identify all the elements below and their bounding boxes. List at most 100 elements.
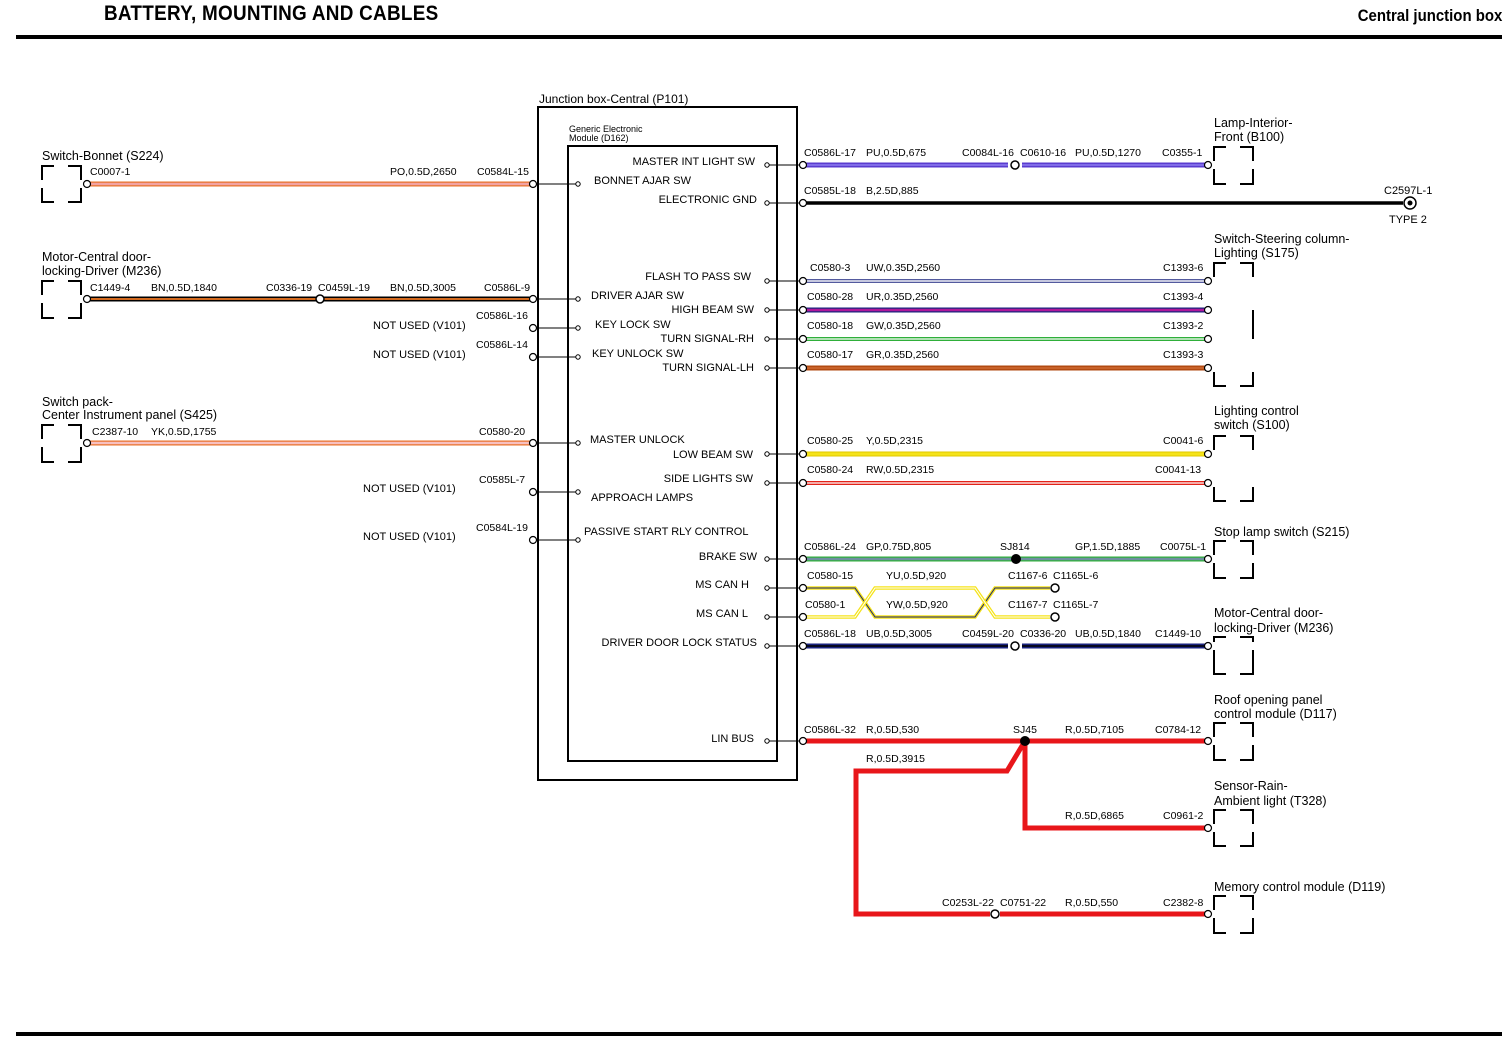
pin-lin-bus: LIN BUS <box>711 733 754 745</box>
wire-label: GW,0.35D,2560 <box>866 320 941 332</box>
component-motor-door-right-2: locking-Driver (M236) <box>1214 621 1333 635</box>
wire-label: BN,0.5D,1840 <box>151 282 217 294</box>
wire-label: C0586L-14 <box>476 339 528 351</box>
wire-label: C0580-18 <box>807 320 853 332</box>
wire-label: C0586L-17 <box>804 147 856 159</box>
component-memory-module: Memory control module (D119) <box>1214 880 1385 894</box>
wire-label: C2387-10 <box>92 426 138 438</box>
wire-label: R,0.5D,530 <box>866 724 919 736</box>
pin-passive-start: PASSIVE START RLY CONTROL <box>584 526 748 538</box>
splice-sj45 <box>1020 736 1030 746</box>
wire-label: PU,0.5D,675 <box>866 147 926 159</box>
component-bracket <box>1213 262 1254 387</box>
wire-label: UB,0.5D,1840 <box>1075 628 1141 640</box>
component-steering-switch-2: Lighting (S175) <box>1214 246 1299 260</box>
pin-ms-can-h: MS CAN H <box>695 579 749 591</box>
pin-key-unlock: KEY UNLOCK SW <box>592 348 684 360</box>
not-used-label: NOT USED (V101) <box>373 320 466 332</box>
wire-label: C0459L-20 <box>962 628 1014 640</box>
pin-key-lock: KEY LOCK SW <box>595 319 671 331</box>
component-switch-bonnet: Switch-Bonnet (S224) <box>42 149 164 163</box>
component-switch-pack-1: Switch pack- <box>42 395 113 409</box>
pin-master-unlock: MASTER UNLOCK <box>590 434 685 446</box>
inline-connector-icon <box>990 909 1000 919</box>
wire-label: R,0.5D,7105 <box>1065 724 1124 736</box>
inline-connector-icon <box>1010 160 1020 170</box>
inline-connector-icon <box>1010 641 1020 651</box>
component-lamp-interior-2: Front (B100) <box>1214 130 1284 144</box>
pin-master-int-light: MASTER INT LIGHT SW <box>633 156 756 168</box>
wire-label: C0751-22 <box>1000 897 1046 909</box>
wire-label: UB,0.5D,3005 <box>866 628 932 640</box>
page-title: BATTERY, MOUNTING AND CABLES <box>104 2 439 25</box>
pin-side-lights: SIDE LIGHTS SW <box>664 473 754 485</box>
wire-label: C0580-20 <box>479 426 525 438</box>
component-motor-door-left-2: locking-Driver (M236) <box>42 264 161 278</box>
section-title: Central junction box <box>1357 6 1502 25</box>
wire-label: C0584L-15 <box>477 166 529 178</box>
wire-label: UR,0.35D,2560 <box>866 291 939 303</box>
wire-label: C1393-2 <box>1163 320 1203 332</box>
wire-label: C0336-20 <box>1020 628 1066 640</box>
ground-type-label: TYPE 2 <box>1389 214 1427 226</box>
ground-icon <box>1403 196 1417 210</box>
wire-label: GP,0.75D,805 <box>866 541 931 553</box>
not-used-label: NOT USED (V101) <box>363 531 456 543</box>
component-roof-panel-2: control module (D117) <box>1214 707 1337 721</box>
module-title-2: Module (D162) <box>569 133 629 143</box>
pin-high-beam: HIGH BEAM SW <box>671 304 754 316</box>
wire-label: C0459L-19 <box>318 282 370 294</box>
wire-label: SJ814 <box>1000 541 1030 553</box>
pin-electronic-gnd: ELECTRONIC GND <box>659 194 757 206</box>
component-bracket <box>1213 722 1254 761</box>
wire-label: C0586L-24 <box>804 541 856 553</box>
component-bracket <box>1213 895 1254 934</box>
wire-label: R,0.5D,6865 <box>1065 810 1124 822</box>
wire-label: C0084L-16 <box>962 147 1014 159</box>
component-bracket <box>1213 636 1254 675</box>
component-rain-sensor-2: Ambient light (T328) <box>1214 794 1327 808</box>
component-lamp-interior-1: Lamp-Interior- <box>1214 116 1293 130</box>
wire-label: R,0.5D,550 <box>1065 897 1118 909</box>
inline-connector-icon <box>1050 583 1060 593</box>
header-rule <box>16 35 1502 39</box>
wire-label: C0253L-22 <box>942 897 994 909</box>
wire-label: C0610-16 <box>1020 147 1066 159</box>
wire-label: C0961-2 <box>1163 810 1203 822</box>
component-rain-sensor-1: Sensor-Rain- <box>1214 779 1288 793</box>
pin-brake: BRAKE SW <box>699 551 758 563</box>
wire-label: C1165L-6 <box>1053 570 1098 582</box>
splice-sj814 <box>1011 554 1021 564</box>
component-roof-panel-1: Roof opening panel <box>1214 693 1322 707</box>
wire-label: SJ45 <box>1013 724 1037 736</box>
wire-label: C1393-4 <box>1163 291 1203 303</box>
ground-label: C2597L-1 <box>1384 185 1432 197</box>
component-switch-pack-2: Center Instrument panel (S425) <box>42 408 217 422</box>
wire-label: C0586L-32 <box>804 724 856 736</box>
component-lighting-control-2: switch (S100) <box>1214 418 1290 432</box>
wire-label: C1167-6 <box>1008 570 1048 582</box>
pin-approach-lamps: APPROACH LAMPS <box>591 492 693 504</box>
pin-driver-ajar: DRIVER AJAR SW <box>591 290 685 302</box>
wire-label: C1167-7 <box>1008 599 1048 611</box>
pin-flash-to-pass: FLASH TO PASS SW <box>645 271 751 283</box>
wire-label: C0580-1 <box>805 599 845 611</box>
wire-label: C0580-3 <box>810 262 850 274</box>
module-title-1: Generic Electronic <box>569 124 643 134</box>
wire-label: C0580-15 <box>807 570 853 582</box>
component-bracket <box>41 165 82 203</box>
wire-label: C0784-12 <box>1155 724 1201 736</box>
component-bracket <box>1213 540 1254 579</box>
wire-lin-bus <box>803 738 1208 917</box>
not-used-label: NOT USED (V101) <box>363 483 456 495</box>
pin-turn-lh: TURN SIGNAL-LH <box>662 362 754 374</box>
wire-label: C0041-13 <box>1155 464 1201 476</box>
component-bracket <box>41 280 82 319</box>
wire-label: C2382-8 <box>1163 897 1203 909</box>
wire-label: C0586L-18 <box>804 628 856 640</box>
wire-label: C0580-24 <box>807 464 853 476</box>
wire-label: C0355-1 <box>1162 147 1202 159</box>
wire-label: C0007-1 <box>90 166 130 178</box>
wire-label: C0041-6 <box>1163 435 1203 447</box>
